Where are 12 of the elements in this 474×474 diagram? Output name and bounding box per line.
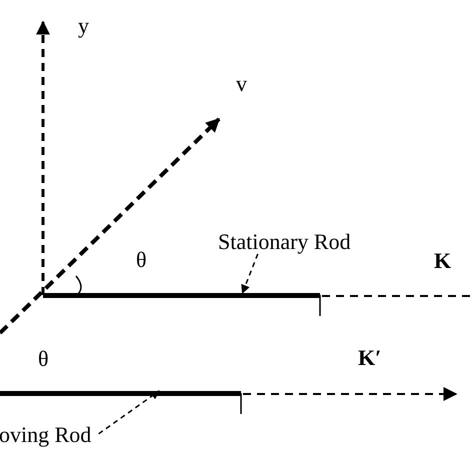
- axis-label: v: [236, 72, 247, 96]
- angle-label: θ: [38, 347, 49, 371]
- rod-bar: [0, 391, 241, 396]
- axis-label: y: [78, 14, 89, 38]
- frame-label: K′: [358, 346, 382, 370]
- angle-label: θ: [136, 248, 147, 272]
- leader-line: [98, 390, 160, 434]
- rod-label: oving Rod: [0, 423, 92, 447]
- leader-line: [241, 254, 258, 294]
- rod-label: Stationary Rod: [218, 230, 351, 254]
- rod-bar: [43, 293, 320, 298]
- frame-label: K: [434, 249, 452, 273]
